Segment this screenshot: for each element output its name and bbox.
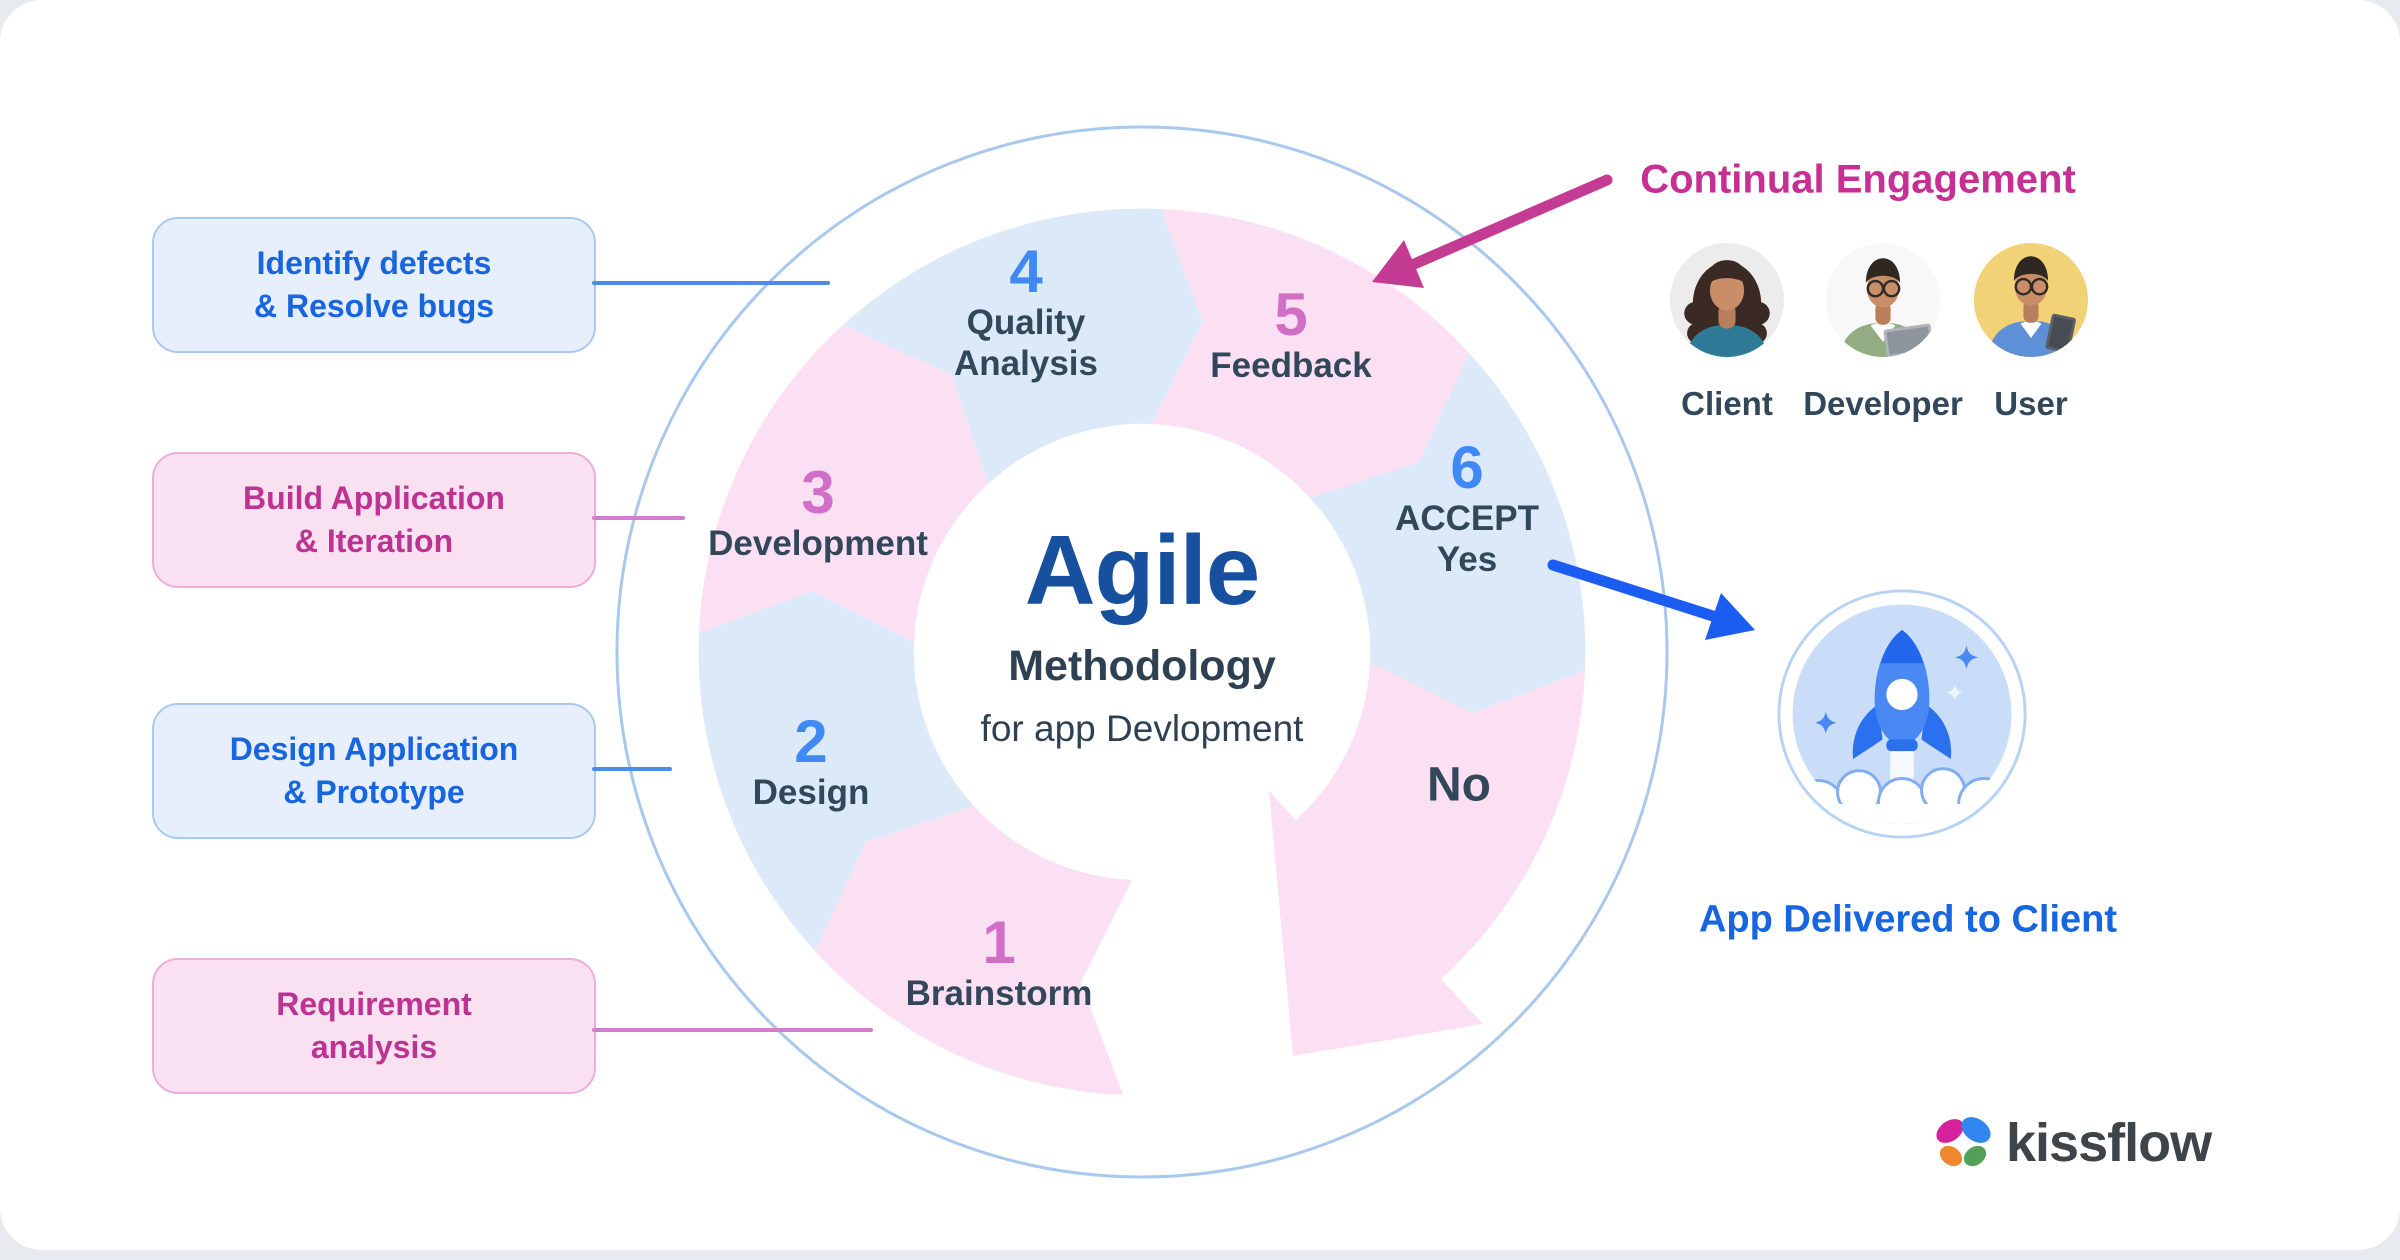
callout-line: & Resolve bugs (253, 288, 495, 324)
kissflow-wordmark: kissflow (2006, 1113, 2212, 1173)
step-label: ACCEPT (1395, 498, 1539, 538)
developer-label: Developer (1803, 385, 1963, 422)
callout-build-application: Build Application & Iteration (152, 452, 596, 588)
client-label: Client (1681, 385, 1773, 422)
wheel-caption: for app Devlopment (980, 708, 1304, 749)
callout-requirement-analysis: Requirement analysis (152, 958, 596, 1094)
callout-line: Build Application (243, 479, 505, 516)
wheel-step-5: 5 Feedback (1210, 283, 1371, 387)
user-label: User (1994, 385, 2068, 422)
wheel-center-text: Agile Methodology for app Devlopment (981, 521, 1304, 747)
callout-design-application: Design Application & Prototype (152, 703, 596, 839)
rocket-badge (1775, 587, 2029, 846)
wheel-segment-no-loop-arrow (1269, 662, 1585, 1056)
callout-line: Requirement (276, 985, 472, 1022)
connector-requirement-analysis (592, 1028, 873, 1032)
wheel-outer-ring (615, 125, 1669, 1179)
callout-line: & Prototype (283, 774, 465, 810)
step-number: 1 (982, 909, 1016, 977)
step-number: 5 (1274, 281, 1308, 349)
callout-identify-defects: Identify defects & Resolve bugs (152, 217, 596, 353)
connector-build-application (592, 516, 685, 520)
wheel-segment-5-feedback (1152, 209, 1469, 498)
wheel-step-6: 6 ACCEPT Yes (1395, 436, 1539, 580)
step-number: 6 (1450, 433, 1484, 501)
continual-engagement-arrow (1372, 174, 1613, 288)
step-label: Design (752, 773, 870, 813)
kissflow-petals-icon (1936, 1117, 1991, 1167)
wheel-segment-6-accept (1310, 353, 1586, 713)
connector-identify-defects (592, 281, 830, 285)
connector-design-application (592, 767, 672, 771)
app-delivered-label: App Delivered to Client (1698, 898, 2118, 941)
step-label: Feedback (1210, 346, 1372, 386)
callout-line: analysis (310, 1029, 438, 1065)
wheel-step-2: 2 Design (753, 710, 870, 814)
wheel-no-label: No (1427, 758, 1491, 812)
step-label: Development (708, 524, 928, 564)
wheel-segment-2-design (698, 591, 974, 951)
developer-avatar-illustration (1826, 243, 1940, 357)
accept-to-delivery-arrow (1547, 559, 1755, 640)
step-label: Analysis (954, 343, 1098, 383)
callout-line: Design Application (229, 730, 519, 767)
wheel-step-3: 3 Development (708, 461, 928, 565)
step-number: 4 (1009, 237, 1043, 305)
step-label: Yes (1436, 539, 1498, 579)
wheel-subtitle: Methodology (1008, 642, 1276, 690)
step-number: 3 (801, 459, 835, 527)
wheel-segment-3-development (699, 325, 988, 642)
user-avatar (1974, 243, 2088, 357)
step-number: 2 (794, 708, 828, 776)
wheel-segment-1-brainstorm (815, 806, 1132, 1095)
wheel-segment-4-quality-analysis (843, 208, 1203, 484)
wheel-step-1: 1 Brainstorm (906, 911, 1093, 1015)
callout-line: Identify defects (256, 244, 492, 281)
user-avatar-illustration (1974, 243, 2088, 357)
wheel-title: Agile (1024, 515, 1261, 625)
client-avatar-illustration (1670, 243, 1784, 357)
callout-line: & Iteration (294, 523, 454, 559)
developer-avatar (1826, 243, 1940, 357)
kissflow-logo: kissflow (1932, 1113, 2212, 1173)
wheel-step-4: 4 Quality Analysis (954, 240, 1098, 384)
continual-engagement-title: Continual Engagement (1640, 157, 2076, 202)
step-label: Quality (966, 302, 1086, 342)
rocket-icon (1777, 589, 2027, 839)
step-label: Brainstorm (905, 974, 1093, 1014)
client-avatar (1670, 243, 1784, 357)
